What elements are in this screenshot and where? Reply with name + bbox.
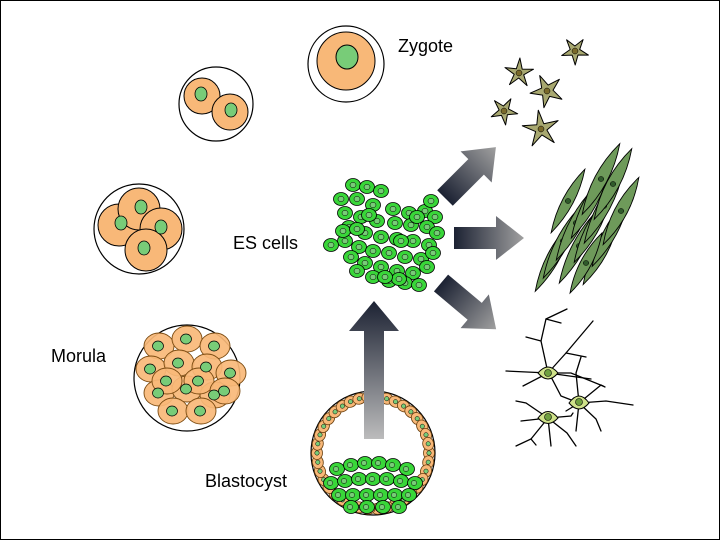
spindle-muscle-cells-icon [534,142,640,295]
es-cell-cluster-icon [323,178,445,292]
upward-arrow [349,301,399,439]
morula-icon [133,324,247,432]
zygote-label: Zygote [398,36,454,56]
arrow-to-muscle-cells [454,216,524,260]
stellate-cells-icon [490,39,589,147]
four-cell-embryo-icon [93,183,185,275]
arrow-to-neurons [433,274,497,330]
zygote-icon [307,25,385,103]
morula-label: Morula [51,346,107,366]
two-cell-embryo-icon [178,66,254,142]
blastocyst-label: Blastocyst [205,471,288,491]
arrow-to-stellate-cells [437,147,496,206]
blastocyst-icon [310,390,436,516]
neuron-cells-icon [505,308,634,447]
es-cells-label: ES cells [233,233,299,253]
